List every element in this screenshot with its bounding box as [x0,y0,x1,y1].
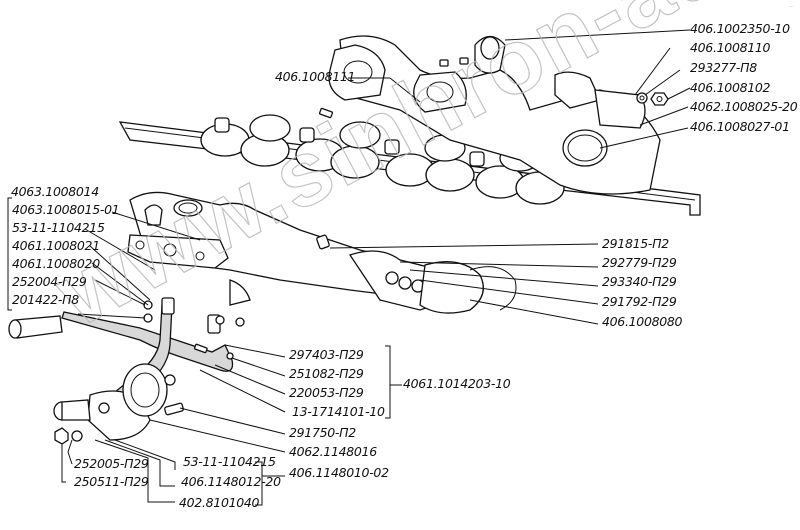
part-label: 291815-П2 [602,236,669,251]
part-label: 406.1008111 [275,69,356,84]
part-label: 252004-П29 [12,274,87,289]
part-label: 402.8101040 [179,495,260,510]
part-label: 291792-П29 [602,294,677,309]
part-label: 4061.1008021 [12,238,100,253]
corner-mark: … [789,3,794,9]
part-label: 201422-П8 [12,292,79,307]
part-label: 220053-П29 [289,385,364,400]
part-label: 406.1008102 [690,80,771,95]
part-label: 293340-П29 [602,274,677,289]
exhaust-manifold-drawing [318,35,669,195]
part-label: 4062.1008025-20 [690,99,798,114]
part-label: 293277-П8 [690,60,757,75]
part-label: 406.1008080 [602,314,683,329]
group-label: 4063.1008014 [11,184,99,199]
part-label: 252005-П29 [74,456,149,471]
part-label: 53-11-1104215 [183,454,276,469]
part-label: 406.1008027-01 [690,119,790,134]
heater-tap-drawing [53,363,184,445]
group-label: 4061.1014203-10 [403,376,511,391]
part-label: 406.1148012-20 [181,474,281,489]
part-label: 291750-П2 [289,425,356,440]
part-label: 13-1714101-10 [292,404,385,419]
part-label: 250511-П29 [74,474,149,489]
part-label: 53-11-1104215 [12,220,105,235]
part-label: 406.1008110 [690,40,771,55]
part-label: 4061.1008020 [12,256,100,271]
part-label: 251082-П29 [289,366,364,381]
part-label: 292779-П29 [602,255,677,270]
group-label: 406.1148010-02 [289,465,389,480]
part-label: 406.1002350-10 [690,21,790,36]
leader-lines [7,29,691,506]
part-label: 4062.1148016 [289,444,377,459]
part-label: 4063.1008015-01 [12,202,120,217]
part-label: 297403-П29 [289,347,364,362]
